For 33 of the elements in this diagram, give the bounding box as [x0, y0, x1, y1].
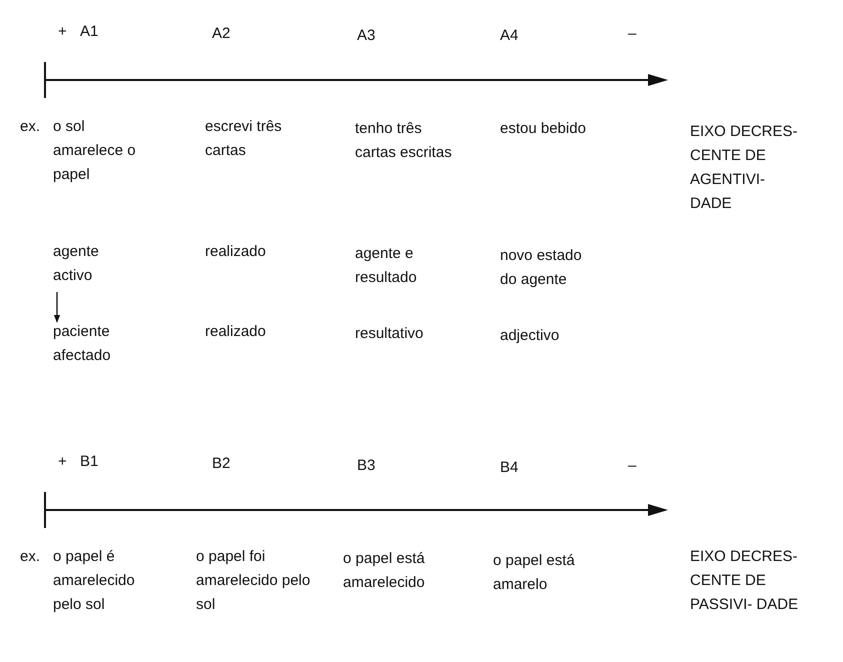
example-text: escrevi três cartas [205, 117, 283, 161]
category-text: realizado [205, 242, 267, 262]
axis-point-label: A2 [212, 24, 232, 44]
example-marker: ex. [20, 547, 42, 567]
axis-point-label: B3 [357, 456, 376, 476]
example-text: o papel é amarelecido pelo sol [53, 547, 136, 615]
axis-point-label: A3 [357, 26, 376, 46]
category-text: novo estado do agente [500, 246, 583, 290]
axis-point-label: B2 [212, 454, 232, 474]
axis-title: EIXO DECRES- CENTE DE AGENTIVI- DADE [690, 122, 799, 214]
category-text: resultativo [355, 324, 424, 344]
example-text: tenho três cartas escritas [355, 119, 453, 163]
minus-sign: – [628, 456, 638, 476]
category-text: agente e resultado [355, 244, 418, 288]
arrow [54, 292, 60, 323]
axis-title: EIXO DECRES- CENTE DE PASSIVI- DADE [690, 547, 800, 615]
example-text: o papel foi amarelecido pelo sol [196, 547, 312, 615]
category-text: adjectivo [500, 326, 560, 346]
example-text: o sol amarelece o papel [53, 117, 137, 185]
example-text: estou bebido [500, 119, 587, 139]
example-text: o papel está amarelo [493, 551, 576, 595]
plus-sign: + [58, 452, 68, 472]
example-text: o papel está amarelecido [343, 549, 426, 593]
plus-sign: + [58, 22, 68, 42]
category-text: agente activo [53, 240, 133, 288]
category-text: realizado [205, 322, 267, 342]
axis-point-label: A1 [80, 22, 100, 42]
minus-sign: – [628, 24, 638, 44]
axis-point-label: B4 [500, 458, 520, 478]
axis-point-label: A4 [500, 26, 520, 46]
category-text: paciente afectado [53, 320, 133, 368]
example-marker: ex. [20, 117, 42, 137]
axis-point-label: B1 [80, 452, 100, 472]
